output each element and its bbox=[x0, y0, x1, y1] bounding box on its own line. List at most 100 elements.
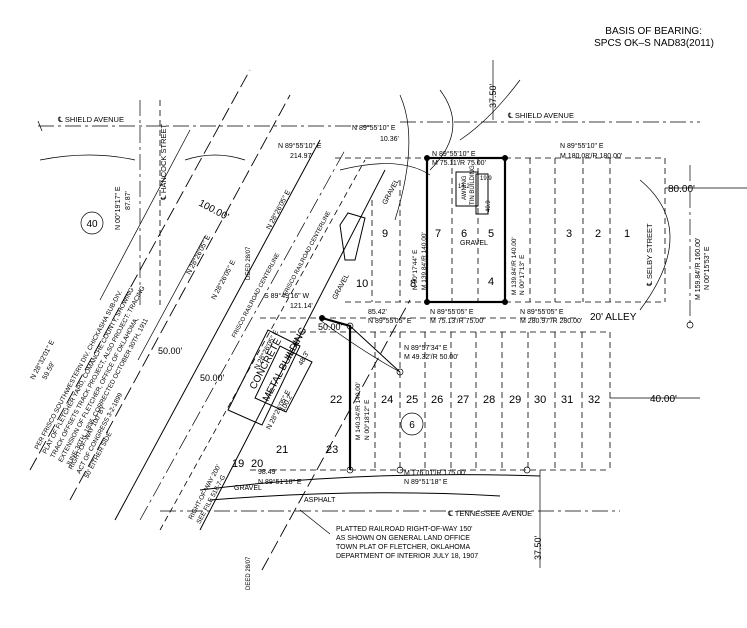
bearing-alley-e-2: M 280.97'/R 280.00' bbox=[520, 318, 582, 325]
shield-avenue-west: ℄ SHIELD AVENUE bbox=[37, 115, 370, 132]
frisco-centerline-label-2: FRISCO RAILROAD CENTERLINE bbox=[282, 211, 332, 297]
platted-line-3: TOWN PLAT OF FLETCHER, OKLAHOMA bbox=[336, 544, 471, 551]
lot-4: 4 bbox=[488, 276, 494, 288]
lot-10: 10 bbox=[356, 278, 368, 290]
bearing-hancock-2: 87.87' bbox=[125, 191, 132, 210]
gravel-label-3: GRAVEL bbox=[332, 273, 351, 301]
bearing-mid-2: M 49.32'/R 50.00' bbox=[404, 354, 458, 361]
lot-26: 26 bbox=[431, 394, 443, 406]
dimension-85-42: 85.42' bbox=[368, 309, 387, 316]
dim-40-9: 40.9 bbox=[486, 200, 492, 212]
lot-19: 19 bbox=[232, 458, 244, 470]
basis-system: SPCS OK–S NAD83(2011) bbox=[594, 38, 714, 49]
bearing-ne-2: M 180.08'/R 180.00' bbox=[560, 153, 622, 160]
bearing-s89: S 89°49'16" W bbox=[264, 292, 310, 300]
platted-note: PLATTED RAILROAD RIGHT-OF-WAY 150' AS SH… bbox=[299, 509, 478, 560]
dimension-50-c: 50.00' bbox=[318, 322, 343, 332]
street-label-selby: ℄ SELBY STREET bbox=[645, 223, 654, 287]
street-label-hancock: ℄ HANCOCK STREET bbox=[159, 124, 168, 201]
railroad-corridor-lines bbox=[29, 69, 411, 571]
gravel-label-2: GRAVEL bbox=[382, 178, 401, 206]
bearing-top-left-1: N 89°55'10" E bbox=[278, 142, 322, 150]
bearing-block-w-2: N 00°18'12" E bbox=[363, 399, 371, 440]
dim-14-2: 14.2 bbox=[458, 184, 470, 190]
deed-label-top: DEED 28/07 bbox=[246, 246, 252, 280]
lot-24: 24 bbox=[381, 394, 393, 406]
awning-label: AWNING bbox=[462, 175, 468, 200]
bearing-alley-n-2: M 75.13'/R 75.00' bbox=[430, 318, 484, 325]
dimension-37-50-bottom: 37.50' bbox=[533, 535, 543, 560]
street-label-shield-west: ℄ SHIELD AVENUE bbox=[57, 115, 124, 124]
hancock-street: ℄ HANCOCK STREET N 00°19'17" E 87.87' bbox=[114, 100, 168, 305]
bearing-north-lot-2: M 75.11'/R 75.00' bbox=[432, 160, 486, 167]
dimension-100: 100.00' bbox=[197, 198, 231, 223]
bearing-hancock-1: N 00°19'17" E bbox=[114, 186, 122, 230]
lot-3: 3 bbox=[566, 228, 572, 240]
bearing-north-lot-1: N 89°55'10" E bbox=[432, 150, 476, 158]
deed-label-bottom: DEED 28/07 bbox=[246, 556, 252, 590]
lot-20: 20 bbox=[251, 458, 263, 470]
dimension-10-36: 10.36' bbox=[380, 136, 399, 143]
tennessee-avenue: ℄ TENNESSEE AVENUE bbox=[160, 509, 620, 518]
lot-22: 22 bbox=[330, 394, 342, 406]
platted-line-4: DEPARTMENT OF INTERIOR JULY 18, 1907 bbox=[336, 553, 478, 560]
block-6-label: 6 bbox=[409, 420, 415, 431]
road-curve-2 bbox=[429, 89, 454, 171]
lot-7: 7 bbox=[435, 228, 441, 240]
dimension-arc-top bbox=[184, 154, 246, 161]
bearing-selby-2: N 00°15'53" E bbox=[703, 246, 711, 290]
gravel-strip bbox=[339, 212, 366, 261]
road-edge-1 bbox=[199, 474, 541, 491]
platted-line-2: AS SHOWN ON GENERAL LAND OFFICE bbox=[336, 535, 470, 542]
lot-5: 5 bbox=[488, 228, 494, 240]
dimension-50-b: 50.00' bbox=[200, 373, 225, 383]
lot-23: 23 bbox=[326, 444, 338, 456]
block-6-circle bbox=[400, 412, 424, 436]
shield-avenue-east: ℄ SHIELD AVENUE bbox=[400, 111, 700, 123]
street-label-shield-east: ℄ SHIELD AVENUE bbox=[507, 111, 574, 120]
bearing-lot-w-1: N 00°17'44" E bbox=[411, 249, 419, 290]
lot-29: 29 bbox=[509, 394, 521, 406]
corner-monument bbox=[346, 466, 354, 474]
corner-monument bbox=[502, 155, 508, 161]
corner-monument bbox=[396, 368, 404, 376]
corner-monument bbox=[523, 466, 531, 474]
asphalt-label: ASPHALT bbox=[304, 497, 336, 504]
corner-monument bbox=[319, 315, 325, 321]
road-curve-4 bbox=[339, 163, 431, 176]
dimension-50-a: 50.00' bbox=[158, 346, 183, 356]
lot-9: 9 bbox=[382, 228, 388, 240]
dimension-80: 80.00' bbox=[668, 184, 695, 195]
gravel-label-1: GRAVEL bbox=[460, 240, 488, 247]
concrete-slab bbox=[227, 329, 301, 426]
dimension-48-3: 48.3' bbox=[298, 350, 311, 367]
lot-30: 30 bbox=[534, 394, 546, 406]
dimension-40: 40.00' bbox=[650, 394, 677, 405]
bearing-lot-e-2: N 00°17'13" E bbox=[518, 254, 526, 295]
bearing-diag-4: N 28°26'05" E bbox=[265, 188, 293, 231]
corner-monument bbox=[424, 155, 430, 161]
platted-line-1: PLATTED RAILROAD RIGHT-OF-WAY 150' bbox=[336, 526, 472, 533]
lot-27: 27 bbox=[457, 394, 469, 406]
corner-monument bbox=[502, 299, 508, 305]
dimension-arc-center bbox=[319, 319, 401, 373]
alley-label: 20' ALLEY bbox=[590, 312, 637, 323]
bearing-lot-e-1: M 139.84'/R 140.00' bbox=[511, 237, 518, 295]
tin-building-label: TIN BUILDING bbox=[470, 165, 476, 205]
corner-monument bbox=[424, 299, 430, 305]
bearing-diag-1: N 28°26'05" E bbox=[185, 233, 213, 276]
lot-2: 2 bbox=[595, 228, 601, 240]
bearing-lot-w-2: M 139.84'/R 140.00' bbox=[421, 232, 428, 290]
lot-1: 1 bbox=[624, 228, 630, 240]
lot-28: 28 bbox=[483, 394, 495, 406]
north-block: AWNING TIN BUILDING 14.2 19.9 40.9 bbox=[335, 155, 666, 305]
awning bbox=[475, 173, 489, 215]
lot-25: 25 bbox=[406, 394, 418, 406]
corner-monument bbox=[396, 466, 404, 474]
bearing-south-1: M 176.01'/R 175.00' bbox=[404, 470, 466, 477]
dimension-37-50-top: 37.50' bbox=[488, 83, 498, 108]
lot-31: 31 bbox=[561, 394, 573, 406]
south-block bbox=[227, 315, 611, 474]
